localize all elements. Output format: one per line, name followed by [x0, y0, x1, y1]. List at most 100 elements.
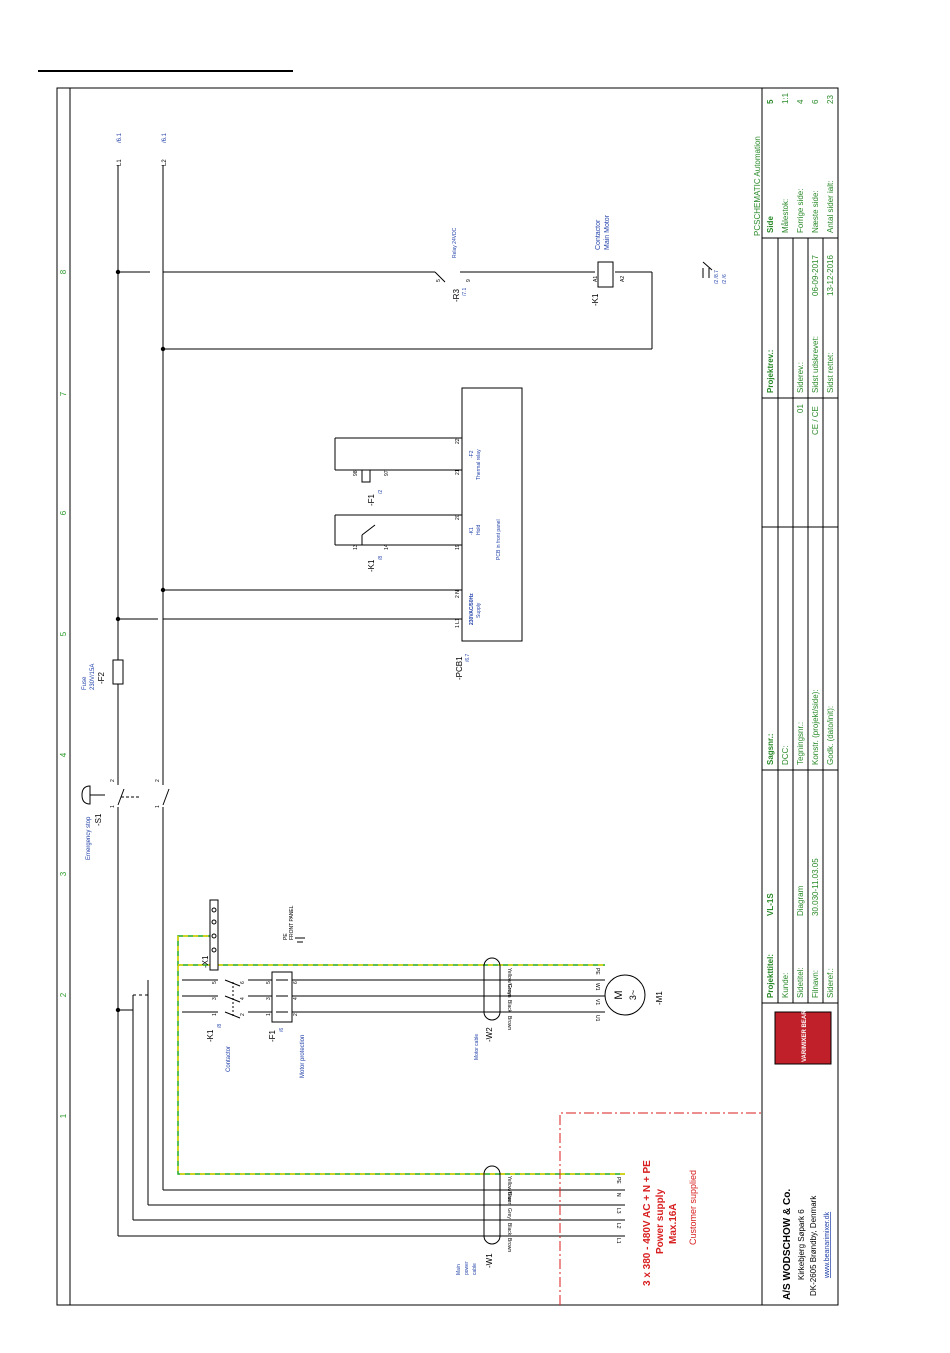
- relay-r3-t2: 9: [466, 279, 472, 282]
- grid-numbers: 1 2 3 4 5 6 7 8: [59, 269, 68, 1118]
- tb-naeste-label: Næste side:: [811, 190, 820, 233]
- estop-t2: 2: [110, 779, 116, 782]
- fuse-f2: Fuse 230V/15A -F2: [82, 659, 124, 690]
- motor-symbol: M: [613, 990, 625, 999]
- supply-line4: Customer supplied: [688, 1170, 698, 1245]
- fuse-title: Fuse: [82, 676, 88, 690]
- k1-main-title: Contactor: [226, 1046, 232, 1072]
- emergency-stop-s1: Emergency stop -S1 1 2 1 2: [81, 779, 170, 860]
- contactor-k1-coil: A1 A2 Contactor Main Motor -K1 /2 /8.7 /…: [591, 214, 728, 306]
- motor-term-u1: U1: [594, 1015, 600, 1022]
- f1-term-1: 1: [266, 1013, 272, 1016]
- k1-aux-tag: -K1: [367, 559, 376, 572]
- tb-projekttitel-label: Projekttitel:: [766, 954, 775, 998]
- tb-sideref-label: Sideref.:: [826, 968, 835, 998]
- w2-core-grey: Grey: [506, 984, 512, 995]
- motor-term-w1: W1: [594, 983, 600, 991]
- tb-tegningsnr: 01: [796, 404, 805, 413]
- relay-r3-t1: 5: [436, 279, 442, 282]
- f1-main-ref: /6: [279, 1028, 285, 1032]
- k1-term-1: 1: [212, 1013, 218, 1016]
- grid-number: 3: [59, 871, 68, 876]
- tb-konstr: CE / CE: [811, 406, 820, 435]
- pcb-ref: /6.7: [465, 653, 471, 662]
- tb-tegningsnr-label: Tegningsnr.:: [796, 722, 805, 765]
- estop-t1: 1: [110, 805, 116, 808]
- wire-ref-l1: /6.1: [117, 132, 123, 143]
- f1-term-2: 2: [293, 1013, 299, 1016]
- k1-aux-ref: /8: [378, 556, 384, 560]
- pcb-panel-label: PCB in front panel: [496, 519, 502, 560]
- f1-term-5: 5: [266, 981, 272, 984]
- w2-core-pe: Yellow/Green: [506, 968, 512, 998]
- tb-side: 5: [766, 99, 775, 104]
- tb-sidetitel: Diagram: [796, 885, 805, 916]
- k1-aux-t2: 14: [384, 544, 390, 550]
- estop-tag: -S1: [94, 813, 103, 826]
- coil-title1: Contactor: [595, 219, 602, 250]
- f1-aux-ref: /2: [378, 490, 384, 494]
- f1-aux-t2: 97: [384, 470, 390, 476]
- f1-main-title: Motor protection: [300, 1035, 306, 1078]
- company-address2: DK-2605 Brøndby, Denmark: [809, 1195, 818, 1296]
- grid-number: 1: [59, 1113, 68, 1118]
- w2-core-black: Black: [506, 1000, 512, 1013]
- w1-title3: cable: [472, 1263, 478, 1275]
- supply-line2: Power supply: [655, 1189, 666, 1254]
- tb-dcc-label: DCC:: [781, 745, 790, 765]
- motor-term-v1: V1: [594, 999, 600, 1005]
- relay-r3-title: Relay 24VDC: [452, 227, 458, 258]
- wire-ref-l2: /6.1: [162, 132, 168, 143]
- main-cable-w1: Yellow/Green Blue Grey Black Brown PE N …: [456, 1165, 621, 1275]
- junction-dots: [115, 269, 166, 1013]
- x1-tag: -X1: [201, 955, 210, 968]
- pcb-t21: 21: [455, 469, 461, 475]
- w1-core-pe: Yellow/Green: [506, 1176, 512, 1206]
- tb-sidst-rettet-label: Sidst rettet:: [826, 353, 835, 393]
- logo-text: VARIMIXER BEAR: [802, 1010, 808, 1062]
- pcb-thermal-tag: -F2: [469, 450, 475, 458]
- company-address1: Kirkebjerg Søpark 6: [797, 1209, 806, 1280]
- terminal-x1: -X1: [201, 899, 219, 971]
- k1-term-4: 4: [240, 997, 246, 1000]
- contactor-k1-main: 1 2 3 4 5 6 -K1 /8 Contactor: [206, 976, 248, 1072]
- motor-cable-w2: Yellow/Green Grey Black Brown Motor cabl…: [474, 957, 512, 1060]
- coil-tag: -K1: [591, 293, 600, 306]
- w1-core-brown: Brown: [506, 1238, 512, 1252]
- tb-filnavn: 30.030-11.03.05: [811, 858, 820, 916]
- pcb1: -PCB1 /6.7 1 L1 2 N 230VAC/50Hz Supply 1…: [455, 387, 523, 680]
- grid-number: 4: [59, 752, 68, 757]
- pe-wire: [177, 935, 625, 1175]
- grid-number: 5: [59, 631, 68, 636]
- k1-term-2: 2: [240, 1013, 246, 1016]
- pcb-t-n: 2 N: [455, 590, 461, 598]
- pe-front-panel: PE FRONT PANEL: [283, 905, 305, 943]
- coil-a1: A1: [593, 276, 599, 282]
- w1-tag: -W1: [485, 1253, 494, 1268]
- pe-front-label1: PE: [283, 933, 289, 940]
- w1-core-black: Black: [506, 1223, 512, 1236]
- pe-front-label2: FRONT PANEL: [289, 905, 295, 940]
- f1-aux-t1: 98: [353, 470, 359, 476]
- company-name: A/S WODSCHOW & Co.: [782, 1189, 793, 1300]
- tb-godk-label: Godk. (dato/init):: [826, 706, 835, 765]
- w1-term-l1: L1: [615, 1238, 621, 1244]
- f1-aux-tag: -F1: [367, 493, 376, 506]
- grid-number: 7: [59, 391, 68, 396]
- company-website: www.beanarimixer.dk: [824, 1211, 831, 1279]
- motor-protection-f1: 1 2 3 4 5 6 -F1 /6 Motor protection: [266, 971, 306, 1078]
- f1-main-tag: -F1: [268, 1029, 277, 1042]
- pcb-tag: -PCB1: [455, 656, 464, 680]
- estop-t3: 1: [155, 805, 161, 808]
- tb-sidst-udskrevet: 06-09-2017: [811, 255, 820, 296]
- tb-sidst-rettet: 13-12-2016: [826, 255, 835, 296]
- k1-main-ref: /8: [217, 1024, 223, 1028]
- w1-term-pe: PE: [615, 1177, 621, 1184]
- tb-sidetitel-label: Sidetitel:: [796, 967, 805, 998]
- w1-term-l2: L2: [615, 1223, 621, 1229]
- w2-tag: -W2: [485, 1027, 494, 1042]
- k1-term-3: 3: [212, 997, 218, 1000]
- tb-siderev-label: Siderev.:: [796, 362, 805, 393]
- k1-main-tag: -K1: [206, 1029, 215, 1042]
- f1-term-6: 6: [293, 981, 299, 984]
